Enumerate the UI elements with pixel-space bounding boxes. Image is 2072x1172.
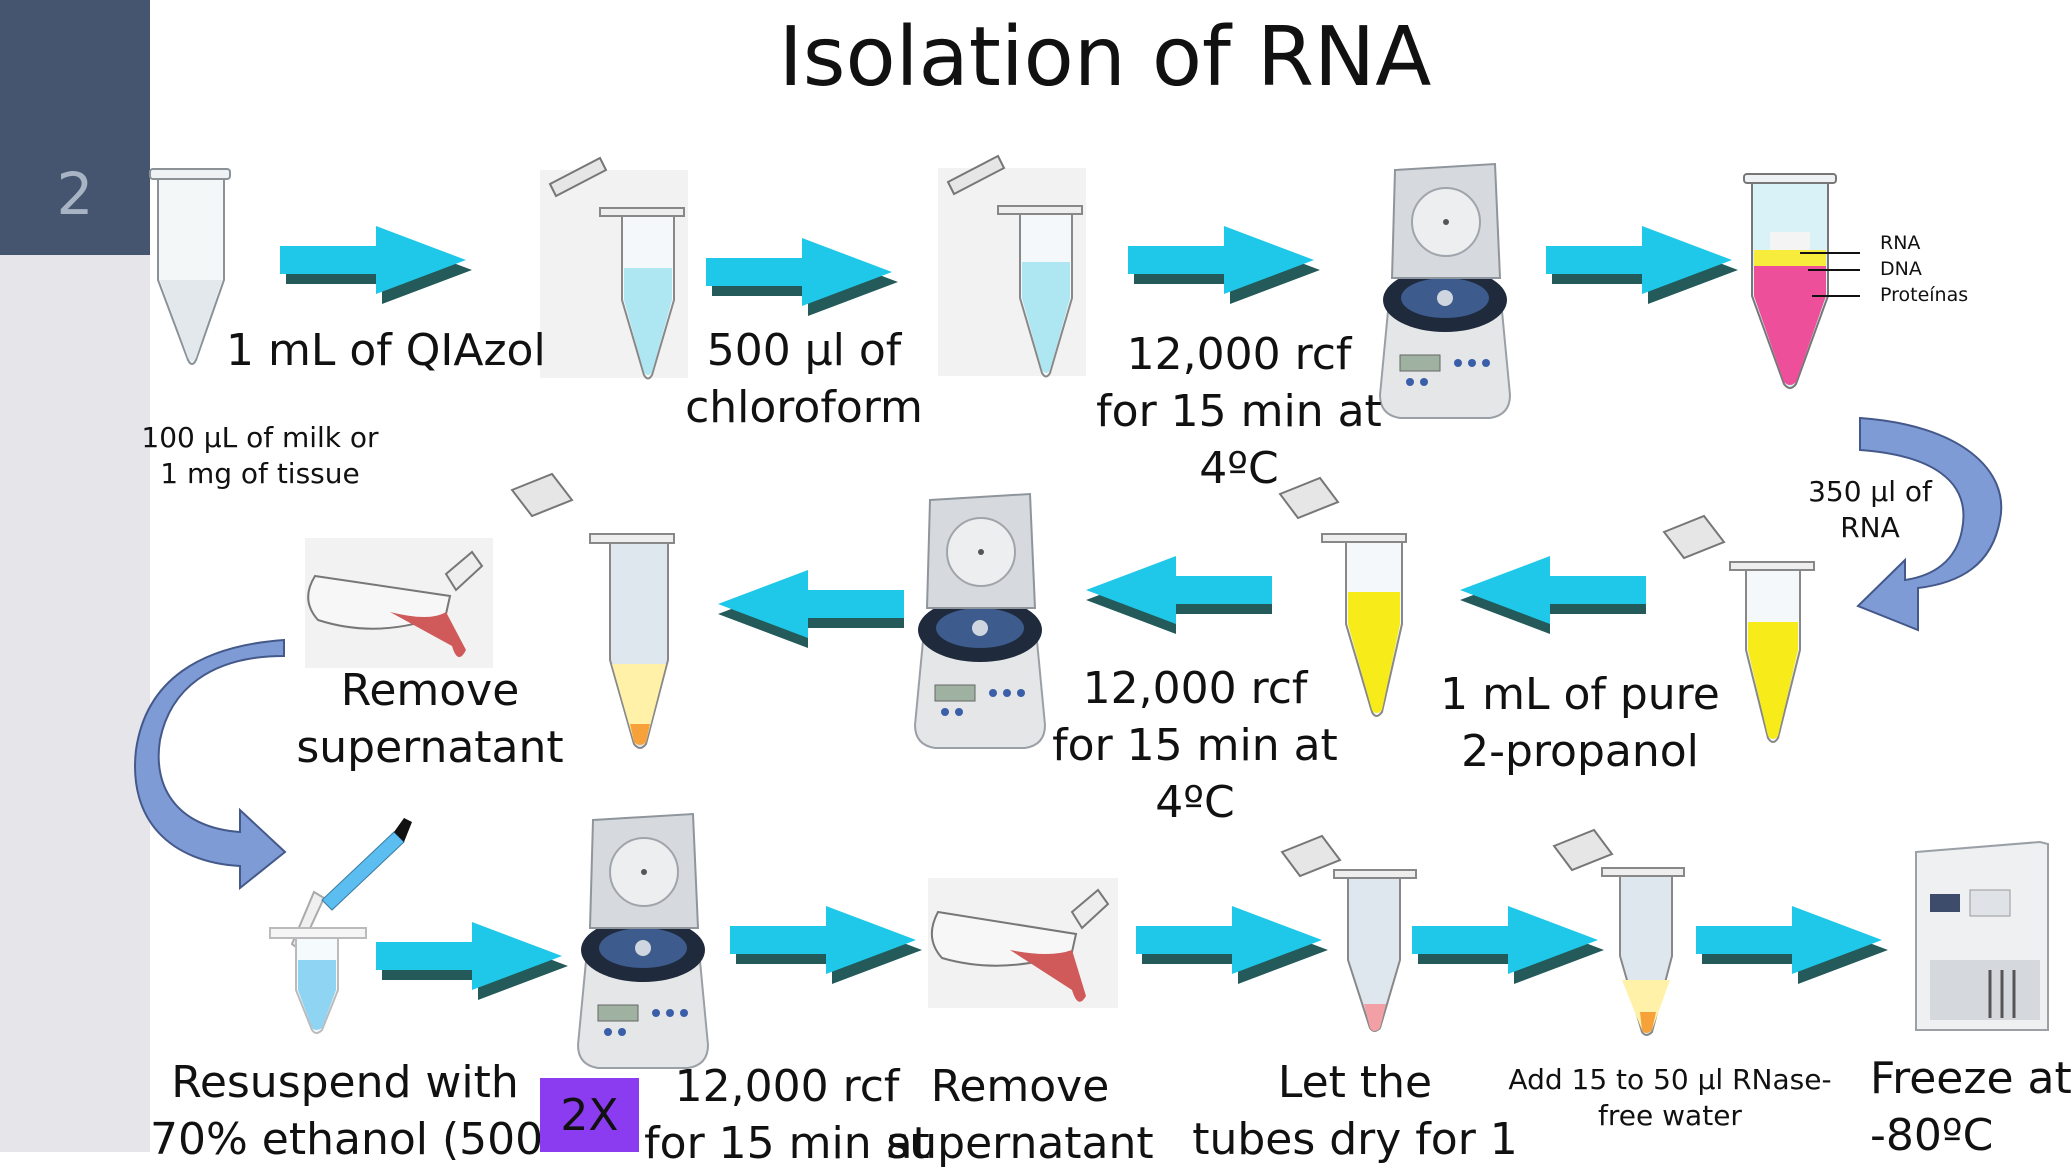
phase-separation-tube-icon (1743, 173, 1860, 389)
resuspend-label-line-1: Resuspend with (171, 1057, 519, 1108)
water-label-line-1: Add 15 to 50 µl RNase- (1508, 1063, 1832, 1096)
dry-label-line-2: tubes dry for 1 (1192, 1114, 1518, 1166)
drying-tube-icon (1280, 834, 1417, 1032)
chloroform-label: 500 µl of chloroform (664, 322, 944, 436)
remove2-label-line-1: Remove (930, 1061, 1110, 1112)
layer-label-rna: RNA (1880, 232, 1921, 254)
centrifuge3-label-line-1: 12,000 rcf (674, 1061, 900, 1112)
centrifuge1-label: 12,000 rcf for 15 min at 4ºC (1084, 326, 1394, 498)
remove1-label: Remove supernatant (290, 662, 570, 776)
remove1-label-line-2: supernatant (296, 722, 564, 774)
centrifuge2-label: 12,000 rcf for 15 min at 4ºC (1040, 660, 1350, 832)
arrow-2 (706, 238, 898, 316)
centrifuge1-label-line-2: for 15 min at (1096, 386, 1382, 438)
arrow-9 (730, 906, 922, 984)
repeat-2x-badge: 2X (540, 1078, 639, 1152)
centrifuge-icon-2 (914, 493, 1046, 749)
tube-rna-icon (1662, 514, 1815, 743)
remove-supernatant-tube-icon-1 (305, 538, 493, 668)
rna-transfer-label-line-1: 350 µl of (1808, 475, 1932, 508)
layer-labels: RNA DNA Proteínas (1880, 230, 1968, 308)
arrow-10 (1136, 906, 1328, 984)
arrow-6 (1086, 556, 1272, 634)
centrifuge1-label-line-3: 4ºC (1199, 443, 1279, 495)
arrow-4 (1546, 226, 1738, 304)
sample-tube-icon (149, 168, 231, 365)
diagram-illustrations (134, 154, 2049, 1069)
tube-pellet-icon (510, 472, 675, 749)
sample-label-line-1: 100 µL of milk or (141, 421, 379, 454)
resuspend-label: Resuspend with 70% ethanol (500 (150, 1054, 544, 1168)
arrow-5 (1460, 556, 1646, 634)
dry-label-line-1: Let the (1277, 1057, 1433, 1108)
freezer-icon (1915, 840, 2049, 1031)
ethanol-pipette-tube-icon (269, 818, 412, 1034)
dry-label: Let the tubes dry for 1 (1190, 1054, 1520, 1168)
centrifuge-icon-3 (577, 813, 709, 1069)
resuspend-label-line-2: 70% ethanol (500 (150, 1114, 544, 1166)
centrifuge-icon-1 (1379, 163, 1511, 419)
freeze-label-line-1: Freeze at (1870, 1053, 2072, 1104)
arrow-7 (718, 570, 904, 648)
centrifuge2-label-line-1: 12,000 rcf (1082, 663, 1308, 714)
rna-transfer-label: 350 µl of RNA (1790, 474, 1950, 547)
water-label: Add 15 to 50 µl RNase- free water (1500, 1062, 1840, 1135)
arrow-8 (376, 922, 568, 1000)
sample-label: 100 µL of milk or 1 mg of tissue (140, 420, 380, 493)
curved-arrow-2 (134, 638, 287, 891)
arrow-12 (1696, 906, 1888, 984)
chloroform-label-line-1: 500 µl of (706, 325, 902, 376)
centrifuge3-label-line-2: for 15 min at (644, 1118, 930, 1170)
arrow-1 (280, 226, 472, 304)
water-label-line-2: free water (1598, 1099, 1742, 1133)
layer-label-dna: DNA (1880, 258, 1922, 281)
rna-transfer-label-line-2: RNA (1840, 511, 1900, 545)
tube-propanol-icon (1278, 476, 1407, 717)
freeze-label: Freeze at -80ºC (1870, 1050, 2072, 1164)
arrow-3 (1128, 226, 1320, 304)
side-panel (0, 255, 150, 1152)
remove2-label: Remove supernatant (880, 1058, 1160, 1172)
rnase-water-tube-icon (1552, 828, 1685, 1036)
slide-title: Isolation of RNA (778, 10, 1432, 105)
propanol-label-line-1: 1 mL of pure (1440, 669, 1720, 720)
sample-label-line-2: 1 mg of tissue (160, 457, 360, 491)
qiazol-label: 1 mL of QIAzol (226, 325, 546, 376)
remove2-label-line-2: supernatant (886, 1118, 1154, 1170)
remove1-label-line-1: Remove (340, 665, 520, 716)
arrow-11 (1412, 906, 1604, 984)
centrifuge3-label: 12,000 rcf for 15 min at (642, 1058, 932, 1172)
chloroform-label-line-2: chloroform (685, 382, 923, 434)
centrifuge2-label-line-3: 4ºC (1155, 777, 1235, 829)
remove-supernatant-tube-icon-2 (928, 878, 1118, 1008)
layer-label-proteins: Proteínas (1880, 284, 1969, 307)
slide-number: 2 (56, 160, 94, 228)
centrifuge2-label-line-2: for 15 min at (1052, 720, 1338, 772)
propanol-label-line-2: 2-propanol (1461, 726, 1699, 778)
propanol-label: 1 mL of pure 2-propanol (1430, 666, 1730, 780)
tube-qiazol-icon (540, 156, 688, 380)
slide-number-badge: 2 (0, 0, 150, 255)
tube-chloroform-icon (938, 154, 1086, 378)
freeze-label-line-2: -80ºC (1870, 1110, 1994, 1162)
centrifuge1-label-line-1: 12,000 rcf (1126, 329, 1352, 380)
curved-arrow-1 (1856, 416, 2003, 632)
